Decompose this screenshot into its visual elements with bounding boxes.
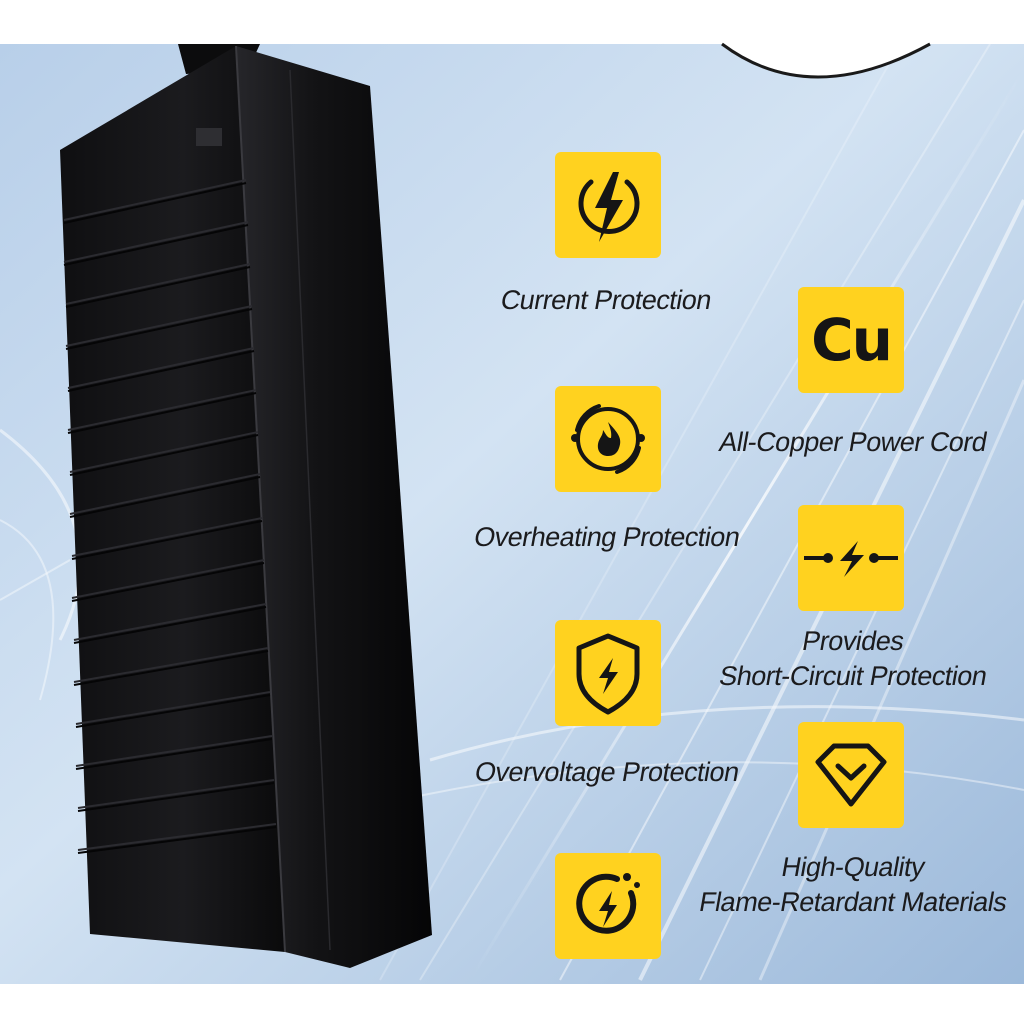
short-circuit-icon bbox=[798, 505, 904, 611]
flame-target-icon bbox=[555, 386, 661, 492]
feature-caption-provides: Provides bbox=[799, 626, 907, 656]
power-cycle-icon bbox=[555, 853, 661, 959]
power-adapter-image bbox=[60, 44, 432, 968]
feature-caption-high-quality: High-Quality bbox=[779, 852, 928, 882]
cu-element-icon: Cu bbox=[798, 287, 904, 393]
diamond-check-icon bbox=[798, 722, 904, 828]
feature-caption-current-protection: Current Protection bbox=[498, 285, 714, 315]
feature-caption-overheating-protection: Overheating Protection bbox=[471, 522, 743, 552]
feature-caption-overvoltage-protection: Overvoltage Protection bbox=[472, 757, 742, 787]
cu-icon-text: Cu bbox=[811, 306, 893, 374]
feature-caption-flame-retardant-materials: Flame-Retardant Materials bbox=[696, 887, 1010, 917]
lightning-circle-icon bbox=[555, 152, 661, 258]
shield-lightning-icon bbox=[555, 620, 661, 726]
feature-caption-all-copper-power-cord: All-Copper Power Cord bbox=[716, 427, 990, 457]
feature-caption-short-circuit-protection: Short-Circuit Protection bbox=[716, 661, 990, 691]
